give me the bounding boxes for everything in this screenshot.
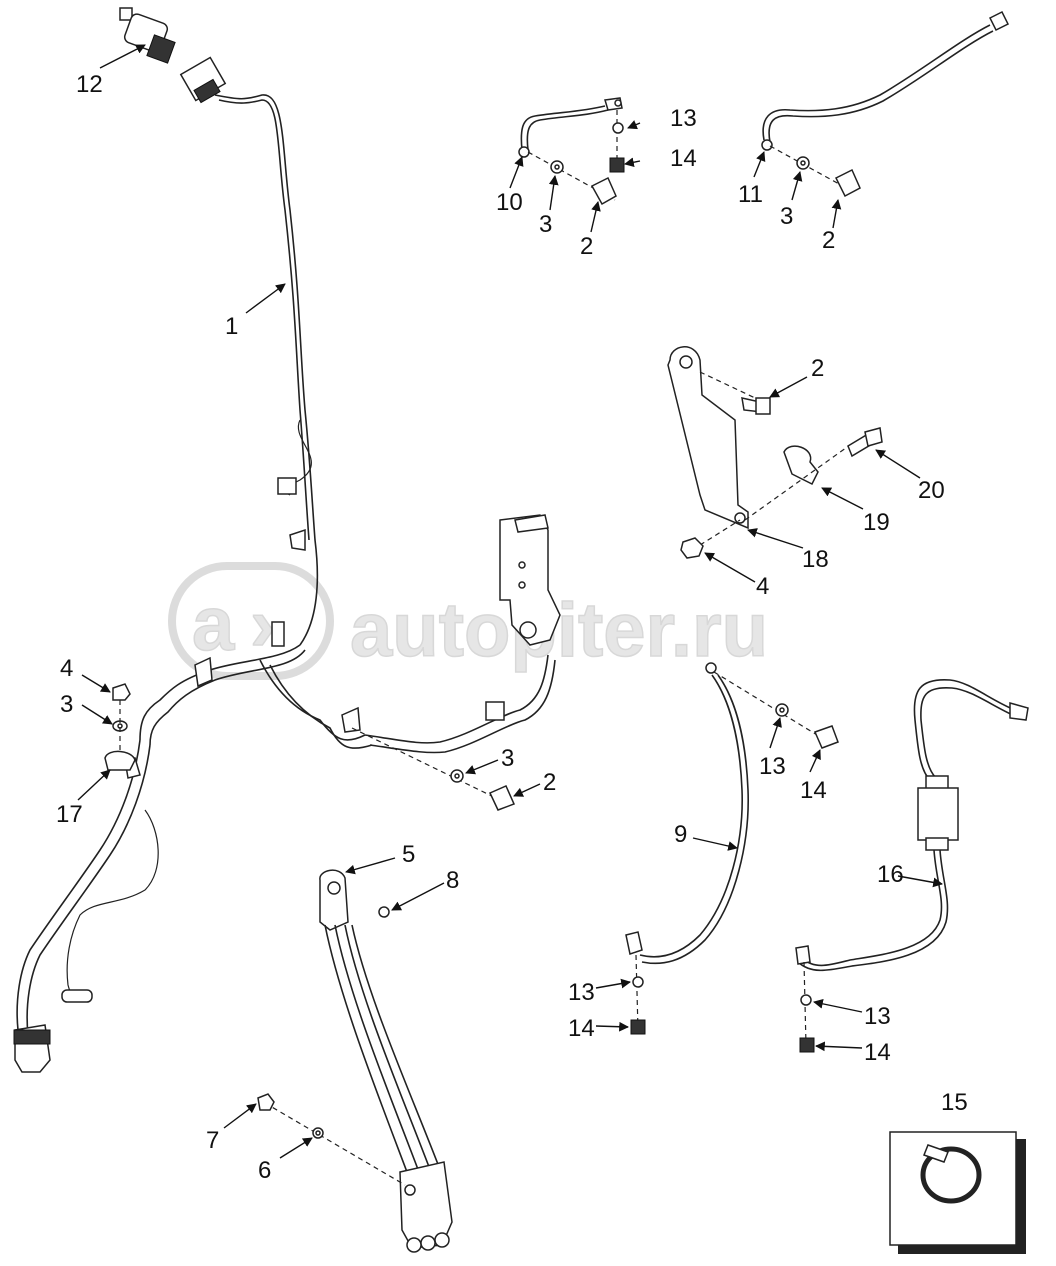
callout-3: 3 (780, 203, 793, 230)
callout-10: 10 (496, 189, 523, 216)
callout-8: 8 (446, 867, 459, 894)
callout-labels: 12 1 13 14 10 3 2 11 3 2 2 20 19 18 4 4 … (56, 71, 968, 1184)
cable-part-16 (795, 679, 1029, 1053)
callout-4: 4 (60, 655, 73, 682)
callout-14: 14 (568, 1015, 595, 1042)
bracket-assembly-18 (667, 346, 883, 559)
callout-12: 12 (76, 71, 103, 98)
callout-3: 3 (539, 211, 552, 238)
callout-2: 2 (811, 355, 824, 382)
inset-part-15 (889, 1131, 1026, 1254)
callout-2: 2 (543, 769, 556, 796)
callout-2: 2 (822, 227, 835, 254)
watermark: a › autopiter.ru (168, 562, 769, 680)
callout-6: 6 (258, 1157, 271, 1184)
callout-13: 13 (759, 753, 786, 780)
callout-13: 13 (670, 105, 697, 132)
svg-text:a: a (192, 582, 235, 667)
callout-19: 19 (863, 509, 890, 536)
callout-15: 15 (941, 1089, 968, 1116)
callout-9: 9 (674, 821, 687, 848)
callout-1: 1 (225, 313, 238, 340)
callout-20: 20 (918, 477, 945, 504)
callout-3: 3 (60, 691, 73, 718)
callout-14: 14 (670, 145, 697, 172)
callout-14: 14 (864, 1039, 891, 1066)
callout-17: 17 (56, 801, 83, 828)
watermark-text: autopiter.ru (350, 588, 768, 673)
cable-part-9 (625, 662, 839, 1035)
callout-3: 3 (501, 745, 514, 772)
cable-part-11 (761, 10, 1010, 198)
callout-5: 5 (402, 841, 415, 868)
cable-part-10 (518, 97, 625, 206)
battery-cable-part-5 (257, 869, 453, 1253)
leader-lines (77, 44, 943, 1159)
callout-4: 4 (756, 573, 769, 600)
callout-11: 11 (738, 181, 763, 208)
callout-18: 18 (802, 546, 829, 573)
callout-14: 14 (800, 777, 827, 804)
callout-2: 2 (580, 233, 593, 260)
callout-7: 7 (206, 1127, 219, 1154)
harness-fasteners (104, 683, 516, 811)
callout-13: 13 (864, 1003, 891, 1030)
callout-13: 13 (568, 979, 595, 1006)
main-harness-part-1 (13, 56, 561, 1073)
callout-16: 16 (877, 861, 904, 888)
sensor-part-12 (119, 7, 176, 64)
